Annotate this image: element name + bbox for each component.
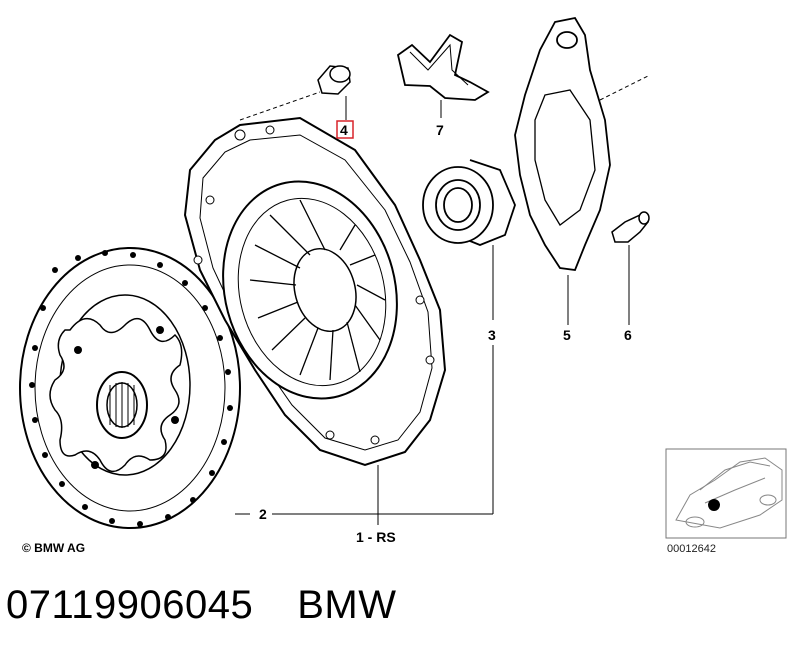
copyright-text: © BMW AG — [22, 541, 85, 555]
leader-lines — [235, 74, 651, 525]
label-part-2: 2 — [259, 506, 267, 522]
part-number: 07119906045 — [6, 583, 254, 627]
brand-name: BMW — [297, 583, 397, 627]
footer-line: 07119906045 BMW — [6, 583, 397, 628]
label-part-7: 7 — [436, 122, 444, 138]
highlight-box — [336, 120, 354, 139]
clip — [396, 33, 490, 101]
car-thumbnail: 00012642 — [665, 448, 787, 555]
label-part-5: 5 — [563, 327, 571, 343]
pressure-plate — [183, 116, 447, 467]
release-bearing — [422, 159, 516, 246]
thumbnail-code: 00012642 — [667, 543, 716, 555]
clutch-disc — [19, 247, 241, 529]
label-part-4: 4 — [340, 122, 348, 138]
sensor-pin — [611, 211, 650, 243]
guide-plate — [514, 16, 611, 271]
label-part-6: 6 — [624, 327, 632, 343]
label-part-1: 1 - RS — [356, 529, 396, 545]
bolt — [317, 65, 351, 95]
label-part-3: 3 — [488, 327, 496, 343]
location-dot — [708, 499, 720, 511]
